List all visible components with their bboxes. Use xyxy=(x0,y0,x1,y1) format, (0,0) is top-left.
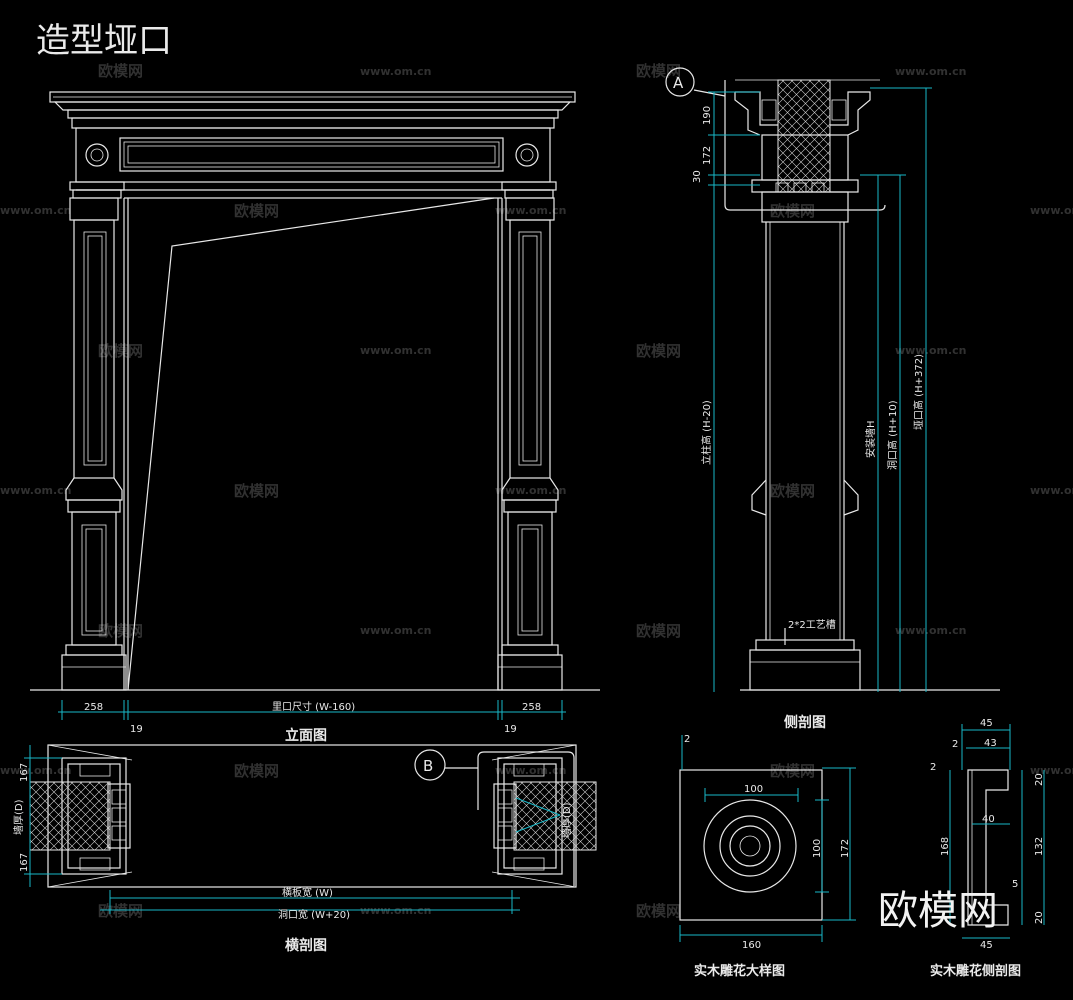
svg-text:横板宽 (W): 横板宽 (W) xyxy=(282,886,333,899)
drawing-title: 造型垭口 xyxy=(36,21,172,61)
rosette-section-view: 45 43 2 2 40 168 20 132 20 5 45 实木雕花侧剖图 xyxy=(930,718,1045,979)
svg-text:19: 19 xyxy=(130,724,143,735)
svg-text:100: 100 xyxy=(744,784,763,795)
label-rosette-detail: 实木雕花大样图 xyxy=(694,963,785,979)
label-rosette-section: 实木雕花侧剖图 xyxy=(930,963,1021,979)
svg-text:www.om.cn: www.om.cn xyxy=(1030,764,1073,777)
svg-text:2*2工艺槽: 2*2工艺槽 xyxy=(788,618,836,631)
svg-text:258: 258 xyxy=(84,702,103,713)
svg-text:www.om.cn: www.om.cn xyxy=(495,484,567,497)
svg-text:欧模网: 欧模网 xyxy=(636,622,681,640)
svg-text:A: A xyxy=(673,74,684,92)
svg-text:190: 190 xyxy=(702,106,713,125)
svg-text:172: 172 xyxy=(702,146,713,165)
svg-text:欧模网: 欧模网 xyxy=(770,202,815,220)
brand-logo: 欧模网 xyxy=(878,888,998,934)
svg-text:欧模网: 欧模网 xyxy=(98,62,143,80)
svg-text:www.om.cn: www.om.cn xyxy=(895,344,967,357)
svg-text:www.om.cn: www.om.cn xyxy=(895,624,967,637)
svg-text:www.om.cn: www.om.cn xyxy=(0,484,72,497)
rosette-detail-view: 2 100 100 172 160 实木雕花大样图 xyxy=(679,734,856,979)
svg-text:欧模网: 欧模网 xyxy=(234,482,279,500)
svg-text:20: 20 xyxy=(1034,773,1045,786)
svg-text:www.om.cn: www.om.cn xyxy=(0,764,72,777)
svg-text:洞口宽 (W+20): 洞口宽 (W+20) xyxy=(278,908,350,921)
svg-text:B: B xyxy=(423,757,433,775)
svg-text:167: 167 xyxy=(19,853,30,872)
svg-text:30: 30 xyxy=(692,170,703,183)
svg-text:墙厚(D): 墙厚(D) xyxy=(12,799,25,835)
svg-text:欧模网: 欧模网 xyxy=(98,902,143,920)
svg-text:欧模网: 欧模网 xyxy=(98,622,143,640)
svg-text:100: 100 xyxy=(812,839,823,858)
side-section-view: A 2*2工艺槽 190 172 30 立柱高 (H-20) 安装墙H 洞口高 … xyxy=(665,67,1000,731)
svg-text:www.om.cn: www.om.cn xyxy=(360,624,432,637)
svg-text:墙厚(D): 墙厚(D) xyxy=(560,802,573,838)
label-side-section: 侧剖图 xyxy=(784,714,826,731)
svg-text:欧模网: 欧模网 xyxy=(636,902,681,920)
elevation-view: 258 里口尺寸 (W-160) 258 19 19 立面图 xyxy=(30,91,600,744)
svg-text:160: 160 xyxy=(742,940,761,951)
svg-text:20: 20 xyxy=(1034,911,1045,924)
svg-text:www.om.cn: www.om.cn xyxy=(360,65,432,78)
label-elevation: 立面图 xyxy=(285,727,327,744)
svg-text:258: 258 xyxy=(522,702,541,713)
svg-text:132: 132 xyxy=(1034,837,1045,856)
svg-text:168: 168 xyxy=(940,837,951,856)
svg-text:www.om.cn: www.om.cn xyxy=(1030,484,1073,497)
svg-text:欧模网: 欧模网 xyxy=(234,202,279,220)
svg-text:www.om.cn: www.om.cn xyxy=(1030,204,1073,217)
svg-text:2: 2 xyxy=(930,762,936,773)
svg-text:欧模网: 欧模网 xyxy=(770,482,815,500)
svg-text:欧模网: 欧模网 xyxy=(636,62,681,80)
svg-text:欧模网: 欧模网 xyxy=(98,342,143,360)
svg-text:垭口高 (H+372): 垭口高 (H+372) xyxy=(912,354,925,430)
svg-text:43: 43 xyxy=(984,738,997,749)
svg-text:167: 167 xyxy=(19,763,30,782)
svg-text:172: 172 xyxy=(840,839,851,858)
svg-text:欧模网: 欧模网 xyxy=(770,762,815,780)
svg-text:立柱高 (H-20): 立柱高 (H-20) xyxy=(700,400,713,465)
svg-text:洞口高 (H+10): 洞口高 (H+10) xyxy=(886,400,899,470)
svg-text:2: 2 xyxy=(952,739,958,750)
svg-text:欧模网: 欧模网 xyxy=(636,342,681,360)
svg-text:40: 40 xyxy=(982,814,995,825)
svg-text:5: 5 xyxy=(1012,879,1018,890)
svg-text:www.om.cn: www.om.cn xyxy=(895,65,967,78)
svg-text:安装墙H: 安装墙H xyxy=(864,420,877,458)
svg-text:45: 45 xyxy=(980,718,993,729)
svg-text:www.om.cn: www.om.cn xyxy=(495,204,567,217)
svg-text:www.om.cn: www.om.cn xyxy=(360,344,432,357)
svg-text:欧模网: 欧模网 xyxy=(234,762,279,780)
svg-text:45: 45 xyxy=(980,940,993,951)
svg-text:2: 2 xyxy=(684,734,690,745)
svg-text:19: 19 xyxy=(504,724,517,735)
svg-text:里口尺寸 (W-160): 里口尺寸 (W-160) xyxy=(272,700,355,713)
svg-text:www.om.cn: www.om.cn xyxy=(495,764,567,777)
svg-text:www.om.cn: www.om.cn xyxy=(0,204,72,217)
plan-section-view: B 167 167 墙厚(D) 墙厚(D) 横板宽 (W) 洞口宽 (W+20)… xyxy=(12,744,597,954)
label-plan-section: 横剖图 xyxy=(285,937,327,954)
